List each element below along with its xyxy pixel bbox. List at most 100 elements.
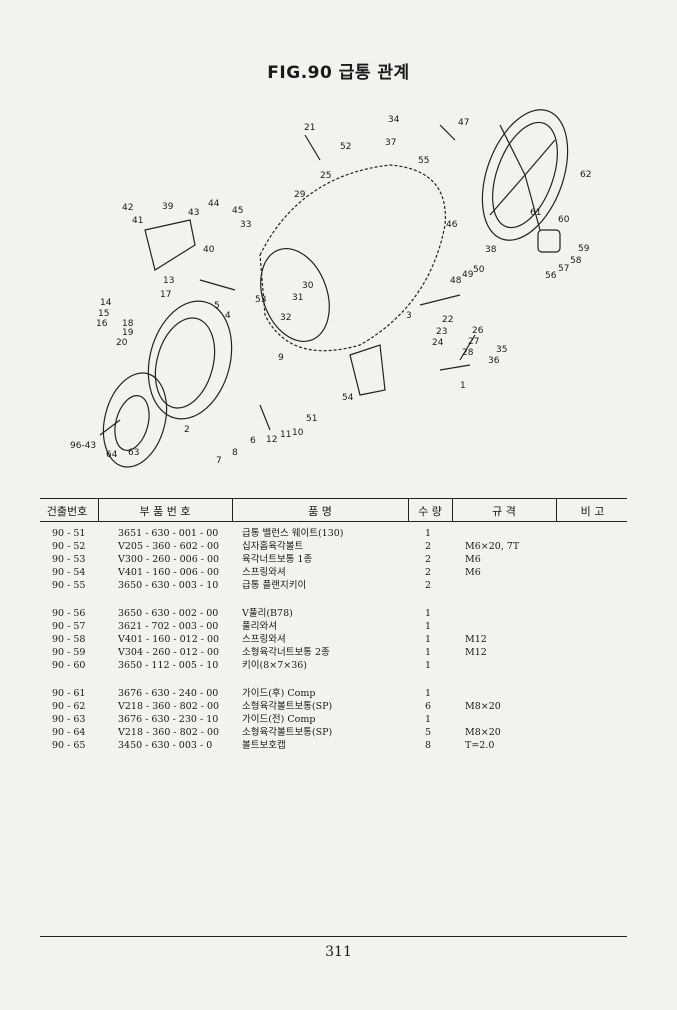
cell-item-no: 90 - 55: [52, 580, 86, 591]
callout-label: 4: [225, 311, 231, 321]
cell-part-no: 3651 - 630 - 001 - 00: [118, 528, 219, 539]
callout-label: 26: [472, 326, 484, 336]
cell-spec: M8×20: [465, 727, 501, 738]
callout-label: 37: [385, 138, 396, 148]
callout-label: 45: [232, 206, 243, 216]
callout-label: 56: [545, 271, 557, 281]
callout-label: 24: [432, 338, 444, 348]
cell-part-no: 3650 - 112 - 005 - 10: [118, 660, 219, 671]
callout-label: 64: [106, 450, 118, 460]
cell-part-no: V218 - 360 - 802 - 00: [118, 701, 220, 712]
table-row: 90 - 65 3450 - 630 - 003 - 0 볼트보호캡 8 T=2…: [40, 739, 627, 752]
callout-label: 10: [292, 428, 304, 438]
cell-spec: M6×20, 7T: [465, 541, 520, 552]
callout-label: 52: [340, 142, 351, 152]
cell-qty: 2: [424, 567, 432, 578]
callout-label: 50: [473, 265, 485, 275]
cell-part-no: 3450 - 630 - 003 - 0: [118, 740, 213, 751]
callout-label: 55: [418, 156, 429, 166]
cell-name: 스프링와셔: [242, 634, 286, 645]
callout-label: 14: [100, 298, 112, 308]
callout-label: 32: [280, 313, 291, 323]
cell-item-no: 90 - 59: [52, 647, 86, 658]
callout-label: 2: [184, 425, 190, 435]
callout-label: 25: [320, 171, 331, 181]
cell-qty: 1: [424, 688, 432, 699]
cell-spec: M6: [465, 554, 481, 565]
col-header-qty: 수 량: [418, 505, 442, 518]
callout-label: 96-43: [70, 441, 96, 451]
cell-qty: 8: [424, 740, 432, 751]
cell-part-no: 3650 - 630 - 003 - 10: [118, 580, 219, 591]
callout-label: 35: [496, 345, 507, 355]
page-number: 311: [325, 944, 352, 960]
cell-qty: 1: [424, 621, 432, 632]
callout-label: 33: [240, 220, 251, 230]
cell-name: 키이(8×7×36): [242, 660, 307, 671]
callout-label: 6: [250, 436, 256, 446]
col-header-name: 품 명: [308, 505, 332, 518]
callout-label: 51: [306, 414, 317, 424]
cell-name: 육각너트보통 1종: [242, 554, 313, 565]
table-header: 건출번호 부 품 번 호 품 명 수 량 규 격 비 고: [40, 499, 627, 522]
cell-part-no: V304 - 260 - 012 - 00: [118, 647, 220, 658]
callout-label: 38: [485, 245, 497, 255]
cell-item-no: 90 - 54: [52, 567, 86, 578]
cell-item-no: 90 - 53: [52, 554, 86, 565]
callout-label: 36: [488, 356, 500, 366]
callout-label: 31: [292, 293, 303, 303]
callout-label: 63: [128, 448, 139, 458]
callout-label: 11: [280, 430, 291, 440]
callout-label: 43: [188, 208, 199, 218]
cell-qty: 2: [424, 580, 432, 591]
callout-label: 3: [406, 311, 412, 321]
table-row: 90 - 56 3650 - 630 - 002 - 00 V풀리(B78) 1: [40, 607, 627, 620]
cell-name: V풀리(B78): [242, 608, 293, 619]
cell-part-no: 3621 - 702 - 003 - 00: [118, 621, 219, 632]
cell-spec: M6: [465, 567, 481, 578]
table-row: 90 - 59 V304 - 260 - 012 - 00 소형육각너트보통 2…: [40, 646, 627, 659]
callout-label: 39: [162, 202, 174, 212]
figure-title: FIG.90 급통 관계: [267, 63, 410, 83]
cell-name: 가이드(전) Comp: [242, 714, 316, 725]
cell-part-no: V401 - 160 - 012 - 00: [118, 634, 220, 645]
cell-spec: M12: [465, 647, 487, 658]
table-row: 90 - 64 V218 - 360 - 802 - 00 소형육각볼트보통(S…: [40, 726, 627, 739]
cell-name: 급통 밸런스 웨이트(130): [242, 528, 344, 539]
callout-label: 44: [208, 199, 220, 209]
callout-label: 40: [203, 245, 215, 255]
cell-name: 가이드(후) Comp: [242, 688, 316, 699]
cell-part-no: V300 - 260 - 006 - 00: [118, 554, 220, 565]
cell-name: 스프링와셔: [242, 567, 286, 578]
callout-label: 21: [304, 123, 315, 133]
callout-label: 47: [458, 118, 469, 128]
table-row: 90 - 58 V401 - 160 - 012 - 00 스프링와셔 1 M1…: [40, 633, 627, 646]
cell-spec: M12: [465, 634, 487, 645]
callout-label: 61: [530, 208, 541, 218]
cell-item-no: 90 - 57: [52, 621, 86, 632]
cell-qty: 1: [424, 634, 432, 645]
callout-label: 15: [98, 309, 109, 319]
cell-name: 풀리와셔: [242, 621, 277, 632]
callout-label: 13: [163, 276, 174, 286]
table-row: 90 - 57 3621 - 702 - 003 - 00 풀리와셔 1: [40, 620, 627, 633]
callout-label: 28: [462, 348, 474, 358]
callout-label: 34: [388, 115, 400, 125]
table-row: 90 - 61 3676 - 630 - 240 - 00 가이드(후) Com…: [40, 687, 627, 700]
parts-table: 건출번호 부 품 번 호 품 명 수 량 규 격 비 고 90 - 51 365…: [40, 498, 627, 937]
cell-name: 소형육각볼트보통(SP): [242, 727, 333, 738]
col-header-item-no: 건출번호: [46, 505, 88, 518]
callout-label: 53: [255, 295, 266, 305]
callout-label: 48: [450, 276, 462, 286]
cell-qty: 2: [424, 554, 432, 565]
col-header-remarks: 비 고: [580, 505, 605, 518]
callout-label: 54: [342, 393, 354, 403]
callout-label: 60: [558, 215, 570, 225]
cell-qty: 2: [424, 541, 432, 552]
cell-name: 급통 플랜지키이: [242, 580, 307, 591]
table-row: 90 - 51 3651 - 630 - 001 - 00 급통 밸런스 웨이트…: [40, 527, 627, 540]
callout-label: 16: [96, 319, 108, 329]
cell-item-no: 90 - 61: [52, 688, 86, 699]
callout-label: 20: [116, 338, 128, 348]
cell-qty: 1: [424, 528, 432, 539]
